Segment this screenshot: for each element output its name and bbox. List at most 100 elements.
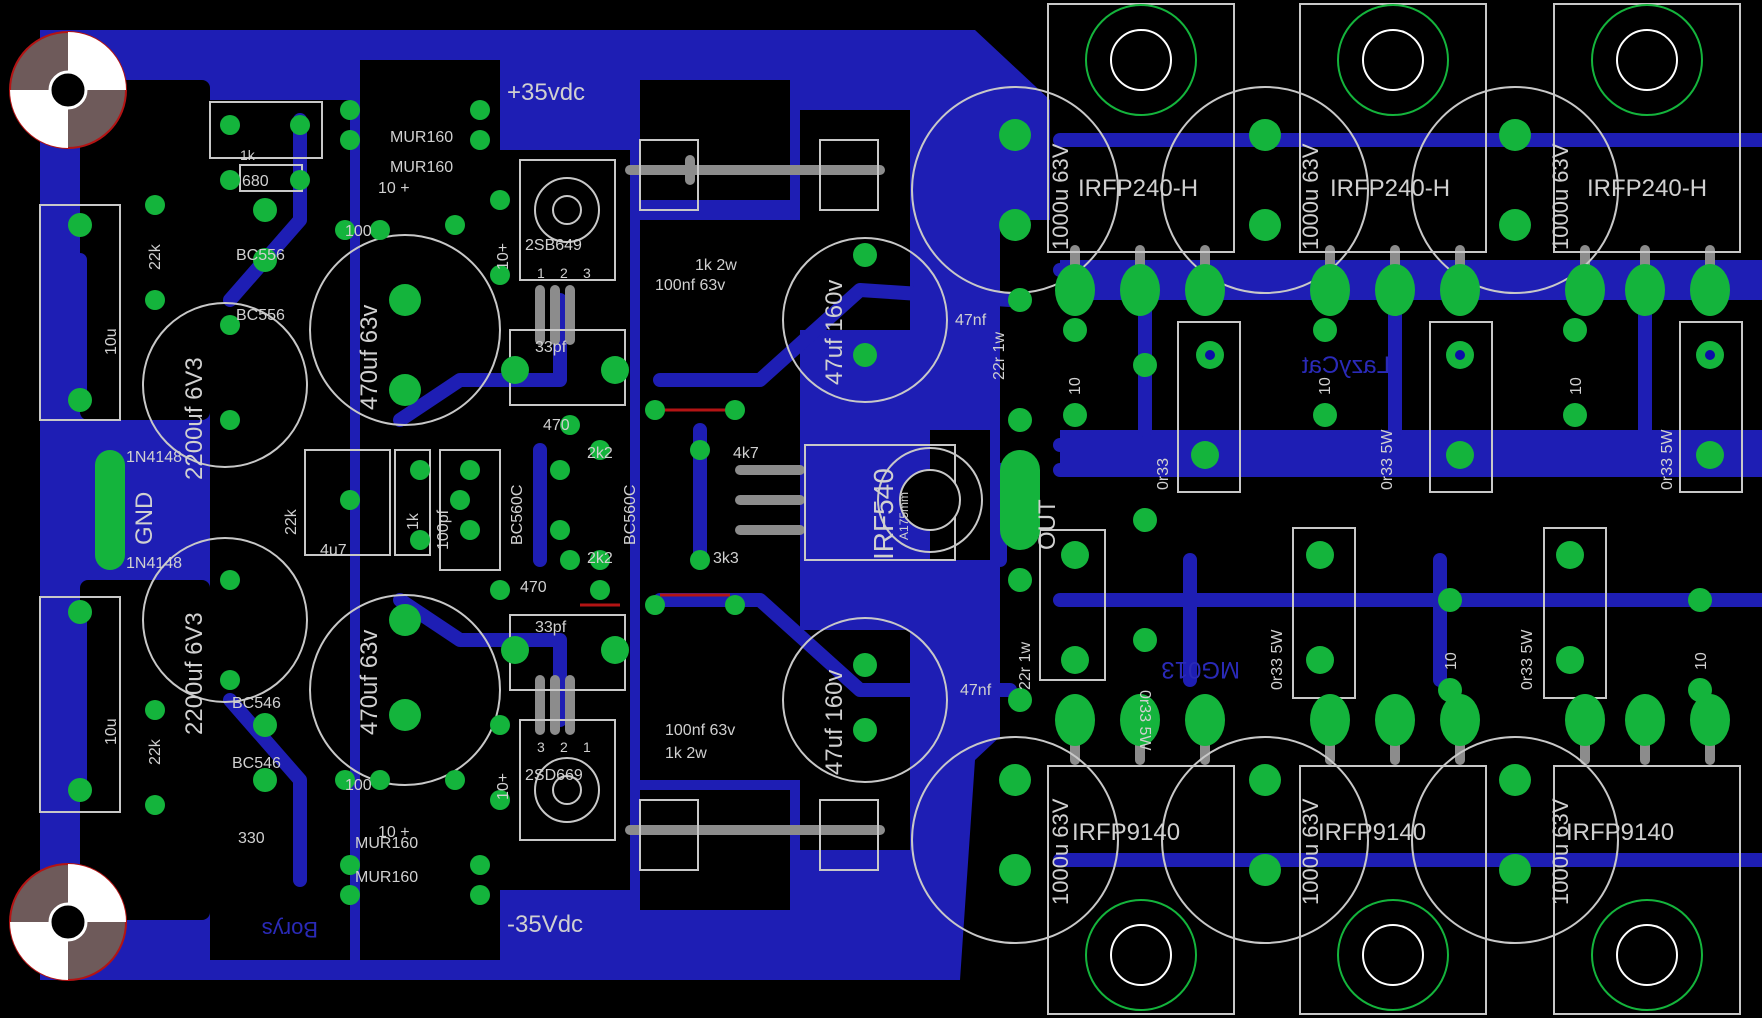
c1000-label-b: 1000u 63V xyxy=(1298,143,1323,250)
mg013-label: MG013 xyxy=(1161,656,1240,683)
irfp240-label-c: IRFP240-H xyxy=(1587,175,1707,202)
r100-label-b: 100 xyxy=(345,777,372,794)
pin-2b: 2 xyxy=(560,739,568,755)
c100pf-label: 100pf xyxy=(435,509,452,550)
sb649-label: 2SB649 xyxy=(525,237,582,254)
r22r1w-label-b: 22r 1w xyxy=(1017,642,1034,690)
irfp9140-label-c: IRFP9140 xyxy=(1566,819,1674,846)
gnd-label: GND xyxy=(131,492,158,545)
r2k2-label-a: 2k2 xyxy=(587,445,613,462)
c10u-label-a: 10u xyxy=(103,328,120,355)
irfp9140-label-a: IRFP9140 xyxy=(1072,819,1180,846)
sd669-label: 2SD669 xyxy=(525,767,583,784)
c1000-label-d: 1000u 63V xyxy=(1048,798,1073,905)
c1000-label-a: 1000u 63V xyxy=(1048,143,1073,250)
a175-label: A175mm xyxy=(897,492,911,540)
mur-label-4: MUR160 xyxy=(355,869,418,886)
c47u-label-b: 47uf 160v xyxy=(821,670,848,775)
r1k-label: 1k xyxy=(240,147,256,163)
r1k-mid-label: 1k xyxy=(405,512,422,530)
mounting-hole-bottom-left xyxy=(9,863,127,981)
c100nf-label-b: 100nf 63v xyxy=(665,722,735,739)
silkscreen-labels: +35vdc -35Vdc MUR160 MUR160 MUR160 MUR16… xyxy=(103,79,1710,938)
bc546-label-a: BC546 xyxy=(232,695,281,712)
r3k3-label: 3k3 xyxy=(713,550,739,567)
bc560-label-a: BC560C xyxy=(509,485,526,545)
bc546-label-b: BC546 xyxy=(232,755,281,772)
transistor-heatsinks xyxy=(534,177,961,823)
r4k7-label: 4k7 xyxy=(733,445,759,462)
c47u-label-a: 47uf 160v xyxy=(821,280,848,385)
r10-label-e: 10 xyxy=(1568,377,1585,395)
d2-label: 1N4148 xyxy=(126,555,182,572)
c1000-label-f: 1000u 63V xyxy=(1548,798,1573,905)
c47n-label-a: 47nf xyxy=(955,312,987,329)
r0r33-label-c: 0r33 5W xyxy=(1136,690,1153,751)
r22k-label-b: 22k xyxy=(147,738,164,765)
r1k2w-label-a: 1k 2w xyxy=(695,257,737,274)
c33pf-label-b: 33pf xyxy=(535,619,567,636)
pads xyxy=(68,100,1730,905)
pin-3b: 3 xyxy=(537,739,545,755)
bc560-label-b: BC560C xyxy=(622,485,639,545)
c1000-label-e: 1000u 63V xyxy=(1298,798,1323,905)
pin-1: 1 xyxy=(537,265,545,281)
r22k-label-a: 22k xyxy=(147,243,164,270)
r10-label-b: 10 + xyxy=(378,824,410,841)
bottom-layer-labels: LazyCat MG013 Borys xyxy=(262,352,1390,942)
lazycat-label: LazyCat xyxy=(1302,352,1390,379)
out-label: OUT xyxy=(1034,499,1061,550)
r22k-label-c: 22k xyxy=(283,508,300,535)
r10-label-d: 10 xyxy=(1317,377,1334,395)
bc556-label-b: BC556 xyxy=(236,307,285,324)
r10-label-a: 10 + xyxy=(378,180,410,197)
c1000-label-c: 1000u 63V xyxy=(1548,143,1573,250)
mur-label-2: MUR160 xyxy=(390,159,453,176)
c10p-label-b: 10+ xyxy=(495,773,512,800)
pad-holes xyxy=(1205,350,1715,360)
r2k2-label-b: 2k2 xyxy=(587,550,613,567)
irfp9140-label-b: IRFP9140 xyxy=(1318,819,1426,846)
capacitor-outlines xyxy=(142,86,1619,944)
r0r33-label-d: 0r33 5W xyxy=(1269,629,1286,690)
r10-label-g: 10 xyxy=(1693,652,1710,670)
plus35-label: +35vdc xyxy=(507,79,585,106)
borys-label: Borys xyxy=(262,917,318,942)
r470-label-a: 470 xyxy=(543,417,570,434)
r10-label-c: 10 xyxy=(1067,377,1084,395)
r0r33-label-b: 0r33 5W xyxy=(1659,429,1676,490)
irfp9140-packages xyxy=(1047,765,1741,1015)
mur-label-1: MUR160 xyxy=(390,129,453,146)
c4u7-label: 4u7 xyxy=(320,542,347,559)
r100-label-a: 100 xyxy=(345,223,372,240)
c2200-label-b: 2200uf 6V3 xyxy=(181,612,208,735)
component-outlines xyxy=(39,101,1743,871)
r22r1w-label-a: 22r 1w xyxy=(991,332,1008,380)
r470-label-b: 470 xyxy=(520,579,547,596)
c33pf-label-a: 33pf xyxy=(535,339,567,356)
r1k2w-label-b: 1k 2w xyxy=(665,745,707,762)
r10-label-f: 10 xyxy=(1443,652,1460,670)
irfp240-packages xyxy=(1047,3,1741,253)
d1-label: 1N4148 xyxy=(126,449,182,466)
c100nf-label-a: 100nf 63v xyxy=(655,277,725,294)
r0r33-label-e: 0r33 5W xyxy=(1519,629,1536,690)
r0r33-label-a: 0r33 5W xyxy=(1379,429,1396,490)
c10p-label-a: 10+ xyxy=(495,243,512,270)
r330-label: 330 xyxy=(238,830,265,847)
c470-label-b: 470uf 63v xyxy=(356,630,383,735)
mounting-hole-top-left xyxy=(9,31,127,149)
r680-label: 680 xyxy=(242,173,269,190)
c2200-label-a: 2200uf 6V3 xyxy=(181,357,208,480)
mur-label-3: MUR160 xyxy=(355,835,418,852)
jumper-wires xyxy=(580,408,730,607)
bc556-label-a: BC556 xyxy=(236,247,285,264)
c470-label-a: 470uf 63v xyxy=(356,305,383,410)
irfp240-label-a: IRFP240-H xyxy=(1078,175,1198,202)
minus35-label: -35Vdc xyxy=(507,911,583,938)
r0r33-label-f: 0r33 xyxy=(1155,458,1172,490)
irf540-label: IRF540 xyxy=(868,468,899,560)
pin-3: 3 xyxy=(583,265,591,281)
pin-2: 2 xyxy=(560,265,568,281)
